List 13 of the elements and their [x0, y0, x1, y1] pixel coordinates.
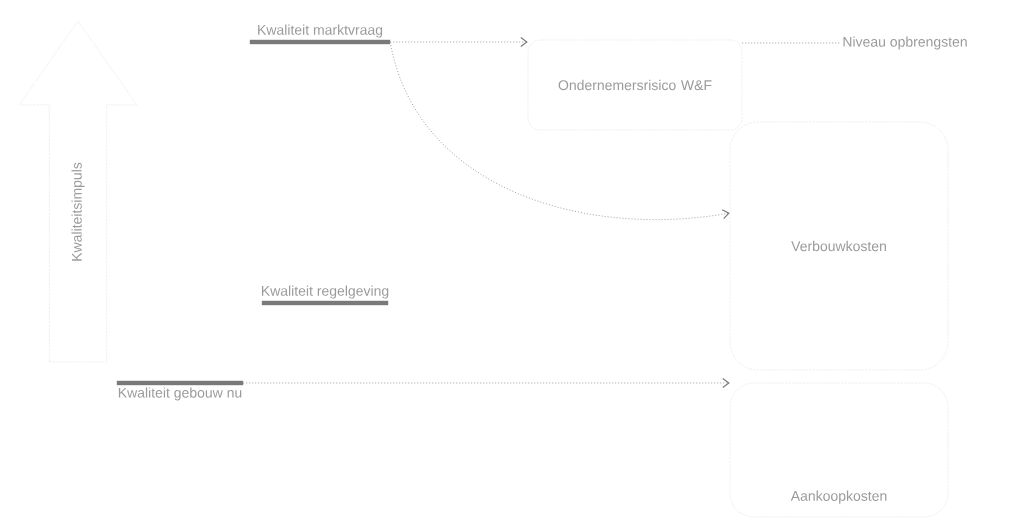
labeled-bar: Kwaliteit regelgeving [261, 285, 389, 306]
node-label: Kwaliteit gebouw nu [118, 387, 242, 401]
node-label: Kwaliteit marktvraag [258, 24, 383, 38]
rounded-box: Aankoopkosten [729, 382, 949, 518]
labeled-bar: Kwaliteit gebouw nu [116, 380, 244, 401]
text-label: Niveau opbrengsten [843, 36, 967, 50]
labeled-bar: Kwaliteit marktvraag [249, 24, 391, 45]
arrow [389, 36, 528, 48]
rounded-box: Verbouwkosten [729, 121, 949, 371]
node-label: Kwaliteit regelgeving [261, 285, 389, 299]
rounded-box: Ondernemersrisico W&F [527, 39, 743, 131]
arrow [242, 377, 730, 389]
arrow [389, 41, 730, 221]
